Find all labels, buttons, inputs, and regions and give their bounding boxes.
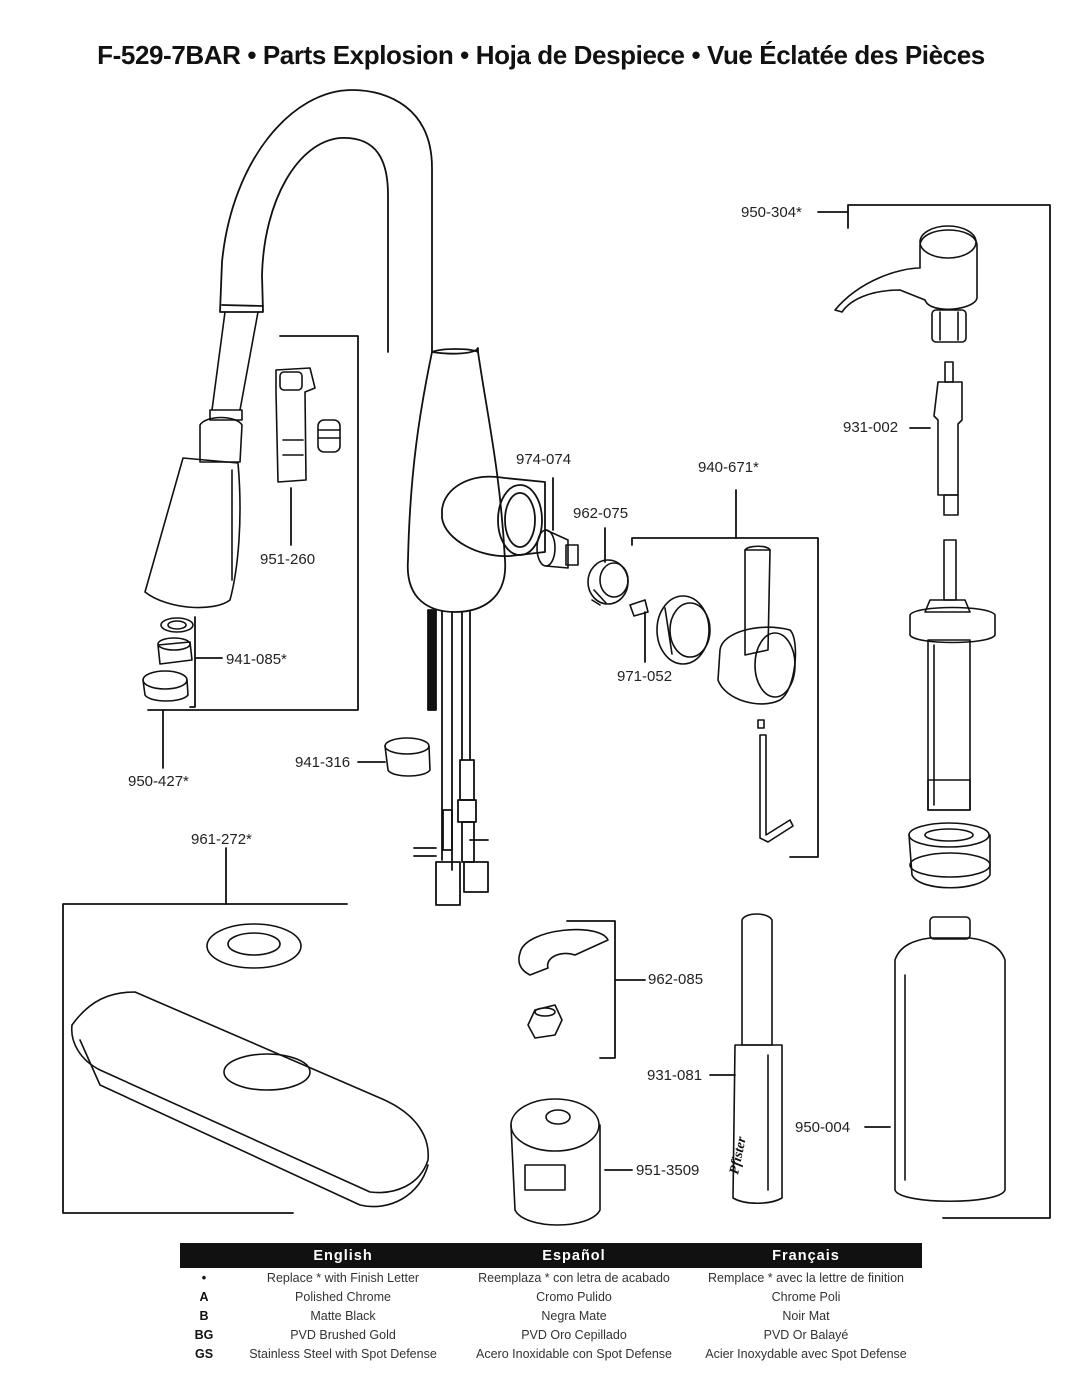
legend-header-english: English [228, 1243, 458, 1268]
label-931-002: 931-002 [843, 419, 899, 436]
label-941-316: 941-316 [295, 754, 351, 771]
set-screw-971-052 [629, 599, 649, 617]
finish-legend-table: English Español Français • Replace * wit… [180, 1243, 922, 1363]
label-961-272: 961-272* [191, 831, 252, 848]
legend-francais: Chrome Poli [771, 1289, 841, 1304]
legend-english: Matte Black [310, 1308, 376, 1323]
legend-key: A [199, 1289, 209, 1304]
label-950-427: 950-427* [128, 773, 189, 790]
legend-espanol: Cromo Pulido [536, 1289, 612, 1304]
legend-row: • Replace * with Finish Letter Reemplaza… [180, 1268, 922, 1287]
legend-espanol: PVD Oro Cepillado [521, 1327, 627, 1342]
diverter-951-3509 [510, 1098, 601, 1226]
label-962-075: 962-075 [573, 505, 629, 522]
legend-key: BG [194, 1327, 214, 1342]
label-971-052: 971-052 [617, 668, 673, 685]
hose-clip [384, 737, 431, 777]
legend-english: Stainless Steel with Spot Defense [249, 1346, 437, 1361]
leader-lines [62, 204, 1051, 1219]
cartridge-974-074 [536, 529, 579, 569]
legend-francais: Acier Inoxydable avec Spot Defense [705, 1346, 907, 1361]
legend-row: BG PVD Brushed Gold PVD Oro Cepillado PV… [180, 1325, 922, 1344]
legend-espanol: Reemplaza * con letra de acabado [478, 1270, 670, 1285]
legend-key: • [201, 1270, 207, 1285]
shank-931-081: Pfister [727, 913, 783, 1205]
soap-pump-950-304 [834, 225, 978, 343]
legend-row: B Matte Black Negra Mate Noir Mat [180, 1306, 922, 1325]
pfister-logo: Pfister [727, 1135, 750, 1176]
spray-cartridge [275, 367, 341, 483]
deck-plate-961-272 [71, 923, 430, 1208]
bonnet-962-075 [587, 559, 629, 606]
legend-espanol: Acero Inoxidable con Spot Defense [476, 1346, 672, 1361]
legend-espanol: Negra Mate [541, 1308, 607, 1323]
legend-header-blank [180, 1243, 228, 1268]
label-974-074: 974-074 [516, 451, 572, 468]
faucet-body [219, 89, 546, 906]
legend-english: Polished Chrome [295, 1289, 391, 1304]
soap-shank [908, 539, 996, 889]
label-941-085: 941-085* [226, 651, 287, 668]
label-951-260: 951-260 [260, 551, 316, 568]
legend-english: PVD Brushed Gold [290, 1327, 396, 1342]
soap-bottle-950-004 [894, 916, 1006, 1203]
legend-row: A Polished Chrome Cromo Pulido Chrome Po… [180, 1287, 922, 1306]
label-940-671: 940-671* [698, 459, 759, 476]
legend-francais: Remplace * avec la lettre de finition [708, 1270, 904, 1285]
legend-english: Replace * with Finish Letter [266, 1270, 420, 1285]
legend-francais: PVD Or Balayé [763, 1327, 849, 1342]
label-950-004: 950-004 [795, 1119, 851, 1136]
label-931-081: 931-081 [647, 1067, 703, 1084]
handle-940-671 [717, 545, 797, 843]
legend-header-espanol: Español [458, 1243, 690, 1268]
cap-ring [656, 595, 711, 665]
legend-francais: Noir Mat [782, 1308, 830, 1323]
label-962-085: 962-085 [648, 971, 704, 988]
pump-stem-931-002 [933, 361, 963, 516]
label-951-3509: 951-3509 [636, 1162, 700, 1179]
legend-row: GS Stainless Steel with Spot Defense Ace… [180, 1344, 922, 1363]
spray-head [142, 311, 259, 702]
legend-header-row: English Español Français [180, 1243, 922, 1268]
legend-key: B [199, 1308, 209, 1323]
page-title: F-529-7BAR • Parts Explosion • Hoja de D… [97, 40, 985, 70]
legend-header-francais: Français [690, 1243, 922, 1268]
label-950-304: 950-304* [741, 204, 802, 221]
mounting-hardware-962-085 [518, 928, 609, 1039]
legend-key: GS [194, 1346, 214, 1361]
